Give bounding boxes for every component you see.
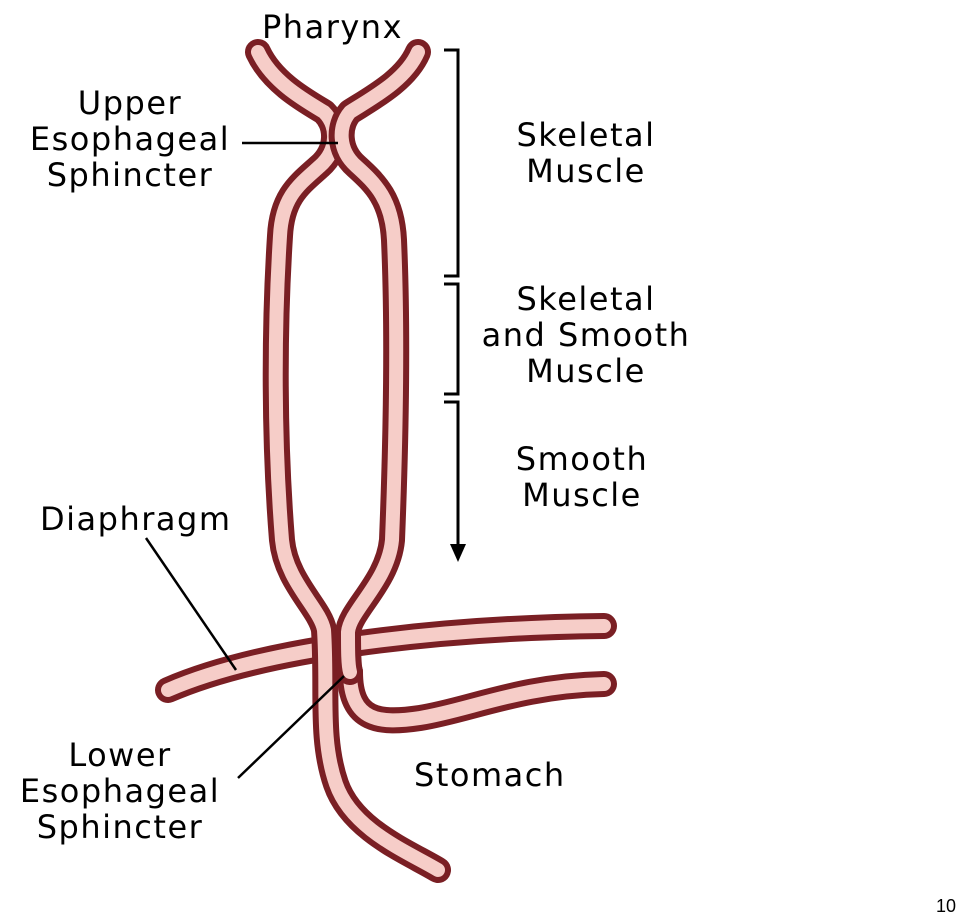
smooth-muscle-arrow-line — [444, 400, 460, 548]
diaphragm-leader-line — [144, 537, 238, 671]
svg-text:Skeletal: Skeletal — [516, 280, 655, 318]
svg-text:Lower: Lower — [68, 736, 171, 774]
svg-text:Esophageal: Esophageal — [30, 120, 230, 158]
svg-text:and Smooth: and Smooth — [482, 316, 691, 354]
svg-text:Upper: Upper — [78, 84, 182, 122]
down-arrow-icon — [450, 544, 466, 562]
stomach-wall — [337, 659, 617, 734]
stomach-label: Stomach — [414, 756, 566, 794]
svg-text:Skeletal: Skeletal — [516, 116, 655, 154]
diaphragm-label: Diaphragm — [40, 500, 231, 538]
pharynx-label: Pharynx — [262, 8, 403, 46]
muscle-region-brackets — [444, 48, 466, 562]
mixed-muscle-bracket — [444, 282, 460, 396]
skeletal-muscle-bracket — [444, 48, 460, 278]
page-number: 10 — [936, 896, 956, 916]
svg-text:Muscle: Muscle — [526, 152, 646, 190]
skeletal-muscle-label: Skeletal Muscle — [516, 116, 655, 190]
skeletal-smooth-muscle-label: Skeletal and Smooth Muscle — [482, 280, 691, 390]
svg-text:Muscle: Muscle — [522, 476, 642, 514]
svg-text:Esophageal: Esophageal — [20, 772, 220, 810]
svg-text:Muscle: Muscle — [526, 352, 646, 390]
les-leader-line — [237, 675, 345, 779]
les-label: Lower Esophageal Sphincter — [20, 736, 220, 846]
svg-text:Sphincter: Sphincter — [37, 808, 204, 846]
svg-text:Sphincter: Sphincter — [47, 156, 214, 194]
ues-label: Upper Esophageal Sphincter — [30, 84, 230, 194]
esophagus-right-wall — [328, 39, 431, 685]
smooth-muscle-label: Smooth Muscle — [516, 440, 648, 514]
svg-text:Smooth: Smooth — [516, 440, 648, 478]
